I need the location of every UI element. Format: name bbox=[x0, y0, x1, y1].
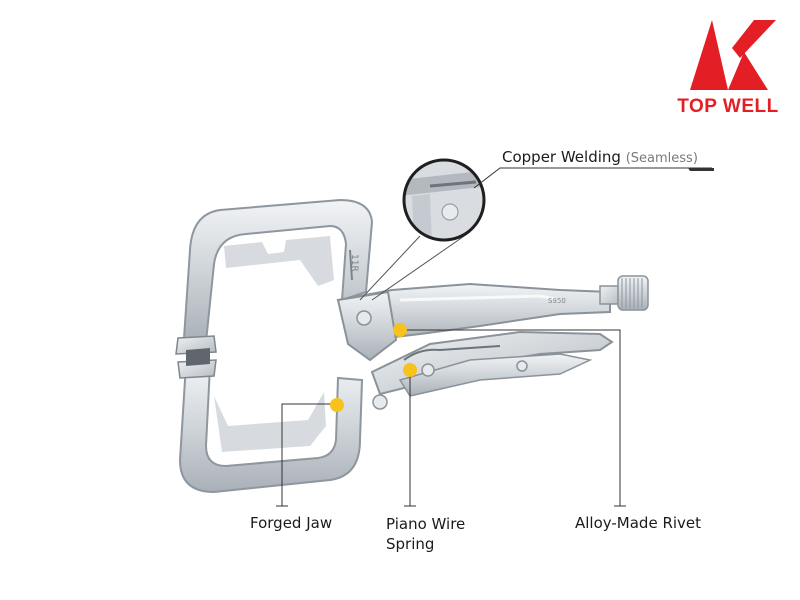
piano-wire-spring-line2: Spring bbox=[386, 535, 435, 553]
piano-wire-spring-line1: Piano Wire bbox=[386, 515, 466, 533]
brand-name: TOP WELL bbox=[677, 96, 779, 117]
engraving-text: 11R bbox=[349, 254, 359, 272]
copper-welding-note: (Seamless) bbox=[625, 151, 698, 166]
copper-welding-text: Copper Welding bbox=[502, 148, 621, 166]
forged-jaw-label: Forged Jaw bbox=[250, 514, 333, 532]
topwell-k-logo-icon bbox=[690, 20, 776, 90]
alloy-rivet-label: Alloy-Made Rivet bbox=[575, 514, 702, 532]
svg-text:S950: S950 bbox=[548, 297, 566, 305]
copper-welding-label: Copper Welding (Seamless) bbox=[502, 148, 698, 166]
piano-wire-spring-label: Piano Wire Spring bbox=[386, 514, 465, 554]
